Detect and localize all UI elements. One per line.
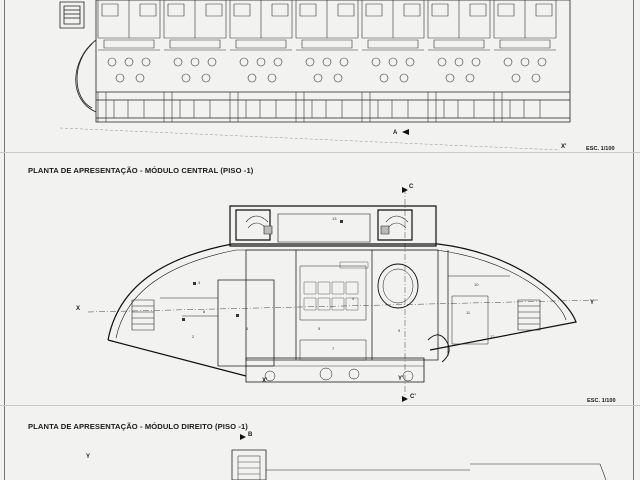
section-mark-c: C xyxy=(409,184,414,190)
oval-pool xyxy=(378,264,449,362)
room-number: 4 xyxy=(352,296,355,301)
section-mark-b: B xyxy=(248,432,253,438)
section-mark-x: X xyxy=(76,306,81,312)
section-mark-c-prime: C' xyxy=(410,394,416,400)
section-mark-x-prime: X' xyxy=(561,144,567,150)
sheet-fold-line xyxy=(0,152,640,153)
room-number: 12 xyxy=(490,334,495,339)
section-mark-x-prime: X' xyxy=(262,378,268,384)
room-number: 3 xyxy=(198,280,201,285)
room-number: 8 xyxy=(203,309,206,314)
room-number: 10 xyxy=(474,282,479,287)
central-module-title: PLANTA DE APRESENTAÇÃO - MÓDULO CENTRAL … xyxy=(28,166,254,175)
room-number: 2 xyxy=(192,334,195,339)
toilet-stalls xyxy=(304,262,368,310)
section-mark-y-prime: Y' xyxy=(398,376,404,382)
room-number: 13 xyxy=(332,216,337,221)
section-mark-y: Y xyxy=(86,454,91,460)
sheet-fold-line xyxy=(0,405,640,406)
apartment-units xyxy=(98,0,556,122)
section-mark-y: Y xyxy=(590,300,595,306)
room-number: 7 xyxy=(332,346,335,351)
right-module-title: PLANTA DE APRESENTAÇÃO - MÓDULO DIREITO … xyxy=(28,422,248,431)
room-number: 11 xyxy=(466,310,471,315)
top-module-floor-plan xyxy=(0,0,640,160)
scale-label-central: ESC. 1/100 xyxy=(587,398,616,404)
drawing-sheet-frame xyxy=(4,0,634,480)
scale-label-top: ESC. 1/100 xyxy=(586,146,615,152)
room-number: 6 xyxy=(246,326,249,331)
central-module-floor-plan xyxy=(0,187,640,402)
room-number: 9 xyxy=(398,328,401,333)
room-number: 5 xyxy=(318,326,321,331)
section-mark-a: A xyxy=(393,130,398,136)
